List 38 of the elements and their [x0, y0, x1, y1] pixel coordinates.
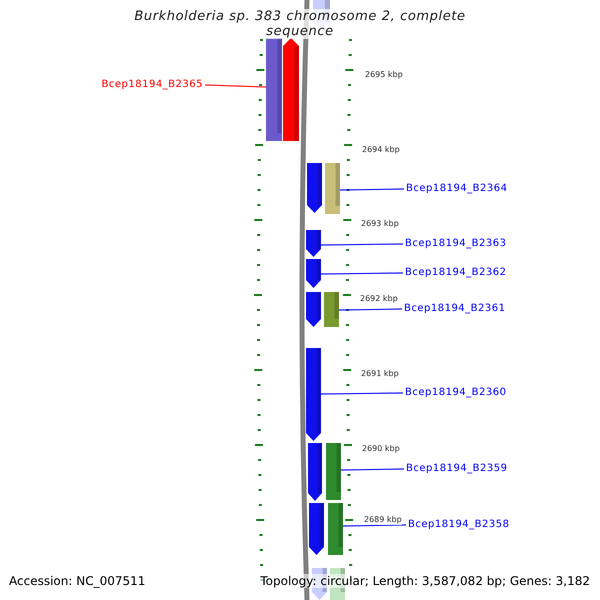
- gene-label: Bcep18194_B2360: [405, 387, 506, 399]
- gene-label: Bcep18194_B2358: [408, 519, 510, 531]
- scale-label: 2690 kbp: [362, 444, 400, 454]
- leader-line: [338, 308, 402, 310]
- gene-bar: [266, 38, 282, 141]
- leader-line: [340, 468, 404, 470]
- gene-label: Bcep18194_B2362: [405, 267, 506, 279]
- gene-bar: [326, 443, 341, 500]
- leader-line: [320, 272, 404, 274]
- scale-label: 2689 kbp: [364, 515, 402, 525]
- gene-bar: [306, 292, 321, 327]
- gene-bar: [307, 163, 322, 213]
- leader-line: [320, 392, 404, 394]
- scale-label: 2695 kbp: [365, 70, 403, 80]
- gene-bar: [283, 38, 299, 141]
- leader-line: [340, 188, 404, 190]
- gene-bar: [328, 503, 343, 555]
- gene-label: Bcep18194_B2364: [406, 183, 508, 195]
- scale-label: 2693 kbp: [361, 219, 399, 229]
- scale-label: 2691 kbp: [361, 369, 399, 379]
- gene-bar: [308, 443, 322, 501]
- leader-line: [342, 524, 406, 526]
- leader-line: [204, 84, 266, 88]
- gene-bar: [324, 292, 339, 327]
- gene-bar: [306, 230, 321, 257]
- scale-label: 2694 kbp: [362, 145, 400, 155]
- gene-bar: [306, 259, 321, 288]
- gene-label: Bcep18194_B2363: [405, 238, 506, 250]
- gene-bar: [325, 163, 340, 214]
- leader-line: [320, 244, 404, 246]
- gene-label: Bcep18194_B2359: [406, 463, 508, 475]
- gene-bar: [309, 503, 324, 555]
- gene-label: Bcep18194_B2365: [102, 79, 203, 91]
- gene-bar: [306, 348, 321, 441]
- accession-text: Accession: NC_007511: [9, 574, 146, 588]
- scale-label: 2692 kbp: [360, 294, 398, 304]
- gene-label: Bcep18194_B2361: [404, 303, 506, 315]
- summary-text: Topology: circular; Length: 3,587,082 bp; Genes: 3,182: [260, 574, 590, 588]
